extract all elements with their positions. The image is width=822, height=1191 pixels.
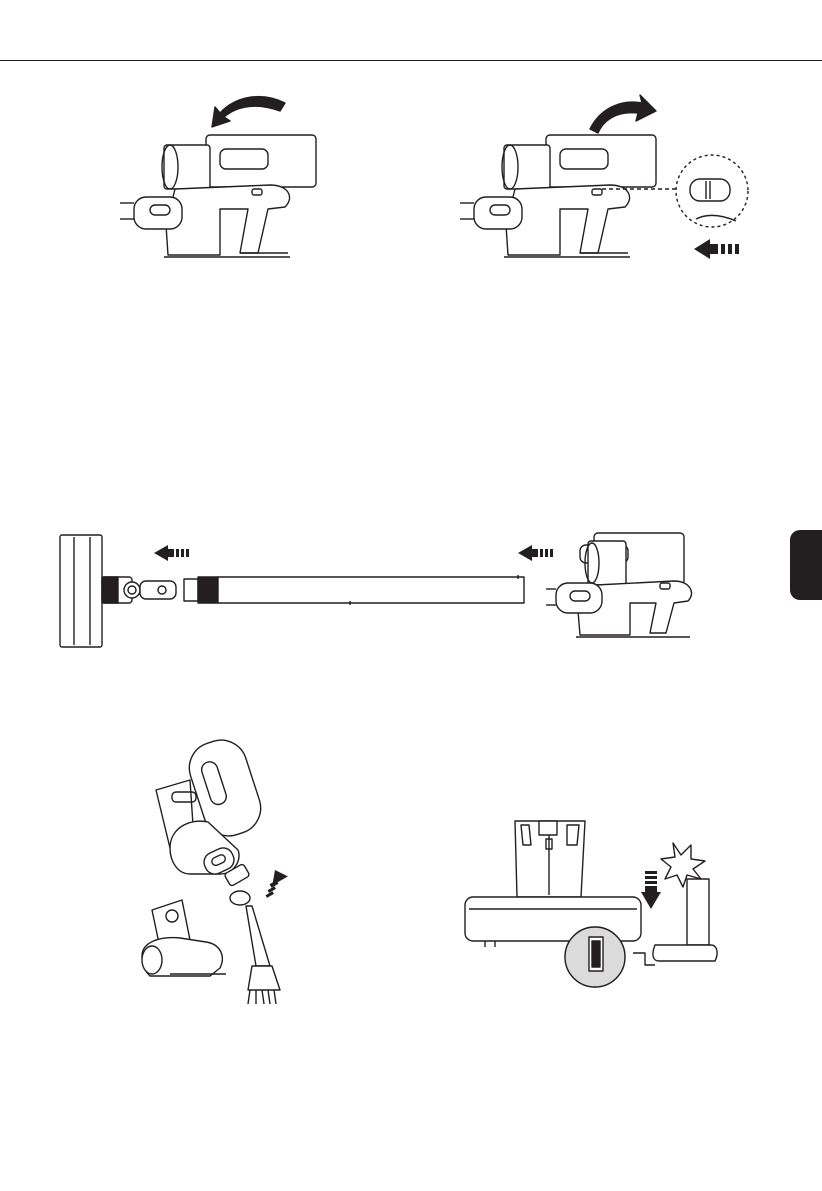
push-arrow-icon — [154, 545, 189, 561]
curved-arrow-icon — [212, 97, 285, 127]
push-arrow-icon — [694, 239, 739, 259]
battery-pack — [206, 135, 316, 187]
floor-head — [60, 535, 102, 647]
push-arrow-icon — [518, 545, 553, 561]
motor-body — [506, 185, 630, 255]
push-arrow-icon — [266, 866, 288, 898]
push-arrow-icon — [641, 871, 661, 909]
crop-rule — [0, 60, 822, 61]
figure-accessory-attach — [130, 730, 310, 1010]
mini-turbo-tool — [142, 900, 226, 976]
dust-cup — [164, 145, 210, 189]
figure-stick-assembly — [50, 525, 710, 655]
dust-cup — [504, 145, 550, 189]
brush-tool — [246, 906, 270, 966]
extension-tube — [218, 577, 524, 603]
motor-body — [166, 185, 290, 255]
figure-handheld-tilt-forward — [460, 85, 760, 275]
battery-pack — [546, 135, 656, 187]
dock-clip-detail-icon — [565, 927, 625, 987]
handheld-unit — [546, 533, 692, 637]
curved-arrow-icon — [590, 95, 656, 133]
figure-charging-dock — [455, 815, 720, 990]
lock-switch-detail-icon — [676, 155, 748, 227]
section-tab — [790, 530, 822, 600]
figure-handheld-tilt-back — [120, 85, 320, 275]
